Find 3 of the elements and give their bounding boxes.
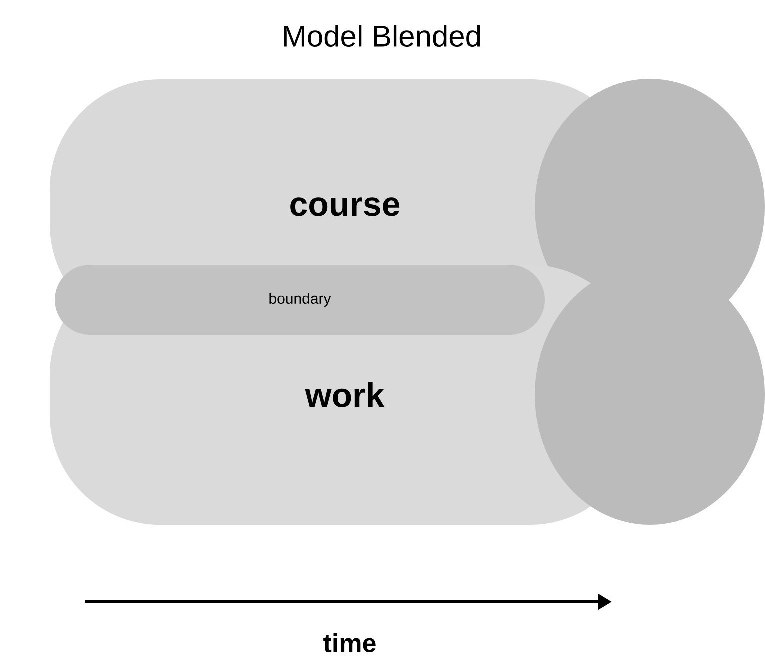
title: Model Blended <box>284 24 480 48</box>
boundary-band: boundary <box>55 265 545 335</box>
axis-label: time <box>324 633 376 653</box>
